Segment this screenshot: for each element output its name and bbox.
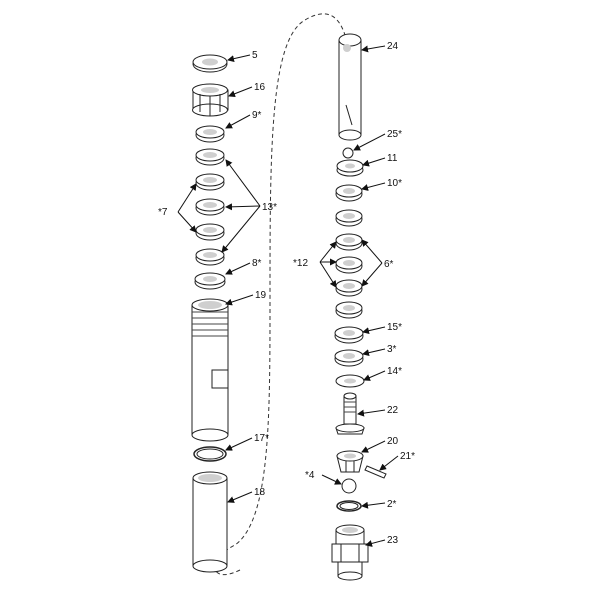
part-20-guide (336, 450, 364, 473)
callout-14: 14* (387, 366, 402, 377)
part-13-seal-4 (195, 223, 225, 241)
callout-20: 20 (387, 436, 399, 447)
callout-3: 3* (387, 344, 397, 355)
part-9-ring (195, 125, 225, 143)
part-21-pin (364, 465, 387, 479)
callout-21: 21* (400, 451, 415, 462)
dashed-connector-line (214, 13, 346, 576)
callout-23: 23 (387, 535, 399, 546)
callout-5: 5 (252, 50, 258, 61)
callout-2: 2* (387, 499, 397, 510)
part-17-o-ring (193, 446, 227, 462)
part-22-valve-stem (335, 392, 365, 435)
part-13-seal-3 (195, 198, 225, 216)
callout-9: 9* (252, 110, 262, 121)
callout-25: 25* (387, 129, 402, 140)
part-19-cylinder (191, 298, 229, 442)
callout-24: 24 (387, 41, 399, 52)
callout-10: 10* (387, 178, 402, 189)
callout-16: 16 (254, 82, 266, 93)
part-13-seal-1 (195, 148, 225, 166)
part-25-ball (342, 147, 354, 159)
callout-7: *7 (158, 207, 168, 218)
part-24-rod (338, 33, 362, 141)
callout-13: 13* (262, 202, 277, 213)
part-12-seal-1 (335, 209, 363, 227)
callout-6: 6* (384, 259, 394, 270)
part-12-seal-5 (335, 301, 363, 319)
part-13-seal-5 (195, 248, 225, 266)
part-16-castle-nut (192, 83, 229, 117)
part-2-o-ring (336, 500, 362, 512)
callout-18: 18 (254, 487, 266, 498)
part-12-seal-2 (335, 233, 363, 251)
callout-22: 22 (387, 405, 399, 416)
part-12-seal-4 (335, 279, 363, 297)
part-8-ring (194, 272, 226, 290)
part-5-washer (192, 54, 228, 73)
part-18-sleeve (192, 471, 228, 573)
callout-4: *4 (305, 470, 315, 481)
callout-12: *12 (293, 258, 308, 269)
callout-8: 8* (252, 258, 262, 269)
part-11-nut (336, 159, 364, 177)
callout-11: 11 (387, 153, 398, 164)
part-3-ring (334, 349, 364, 367)
part-14-washer (335, 374, 365, 388)
part-23-fitting (331, 524, 369, 581)
part-12-seal-3 (335, 256, 363, 274)
callout-17: 17* (254, 433, 269, 444)
leader-lines (177, 45, 399, 547)
callout-15: 15* (387, 322, 402, 333)
callout-19: 19 (255, 290, 267, 301)
part-10-ring (335, 184, 363, 202)
part-13-seal-2 (195, 173, 225, 191)
part-15-ring (334, 326, 364, 344)
part-4-ball (341, 478, 357, 494)
